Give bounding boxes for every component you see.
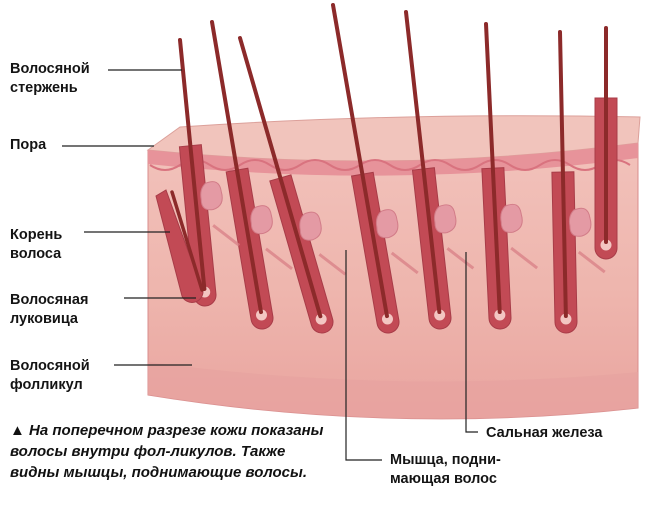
hair-shaft	[404, 10, 442, 315]
label-hair-bulb: Волосяная луковица	[10, 292, 89, 327]
leader-arrector-muscle	[345, 250, 382, 461]
label-hair-root: Корень волоса	[10, 227, 63, 262]
hair-shaft	[178, 38, 207, 292]
sebaceous-glands	[200, 181, 592, 241]
hair-root	[170, 190, 204, 292]
sebaceous-gland	[375, 209, 399, 239]
dermis-lower-layer	[148, 362, 638, 419]
arrector-muscle	[265, 247, 293, 271]
hair-shaft	[238, 36, 323, 319]
sebaceous-gland	[568, 207, 592, 237]
sebaceous-gland	[200, 181, 223, 211]
label-hair-shaft: Волосяной стержень	[10, 61, 90, 96]
figure-caption: ▲ На поперечном разрезе кожи показаны во…	[10, 420, 330, 483]
hair-shaft	[558, 30, 568, 319]
caption-text: На поперечном разрезе кожи показаны воло…	[10, 422, 324, 481]
dermal-papillae	[149, 159, 631, 171]
sebaceous-gland	[299, 211, 322, 241]
hair-shaft	[484, 22, 502, 315]
hair-shaft	[210, 20, 264, 315]
caption-marker: ▲	[10, 422, 25, 439]
sebaceous-gland	[250, 205, 273, 235]
sebaceous-gland	[433, 204, 457, 234]
leader-sebaceous-gland	[465, 252, 478, 433]
hair-bulb	[560, 313, 572, 325]
label-hair-follicle: Волосяной фолликул	[10, 358, 90, 393]
hair-bulb	[434, 309, 446, 321]
label-pore: Пора	[10, 137, 47, 153]
arrector-muscle	[212, 224, 241, 247]
arrector-muscle	[577, 250, 606, 274]
leader-lines	[62, 69, 478, 461]
hair-bulb	[494, 309, 506, 321]
arrector-muscle	[446, 247, 475, 270]
hair-shaft	[331, 3, 389, 319]
label-arrector-muscle: Мышца, подни- мающая волос	[390, 452, 501, 487]
label-sebaceous-gland: Сальная железа	[486, 425, 603, 441]
arrector-muscle	[390, 251, 419, 275]
arrector-muscles	[212, 224, 606, 276]
arrector-muscle	[510, 246, 539, 270]
hair-follicle	[155, 189, 204, 303]
hair-bulb	[381, 313, 393, 325]
arrector-muscle	[318, 253, 347, 276]
hair-follicles	[155, 3, 618, 334]
hair-bulb	[600, 239, 612, 251]
hair-bulb	[256, 309, 268, 321]
sebaceous-gland	[500, 203, 523, 233]
